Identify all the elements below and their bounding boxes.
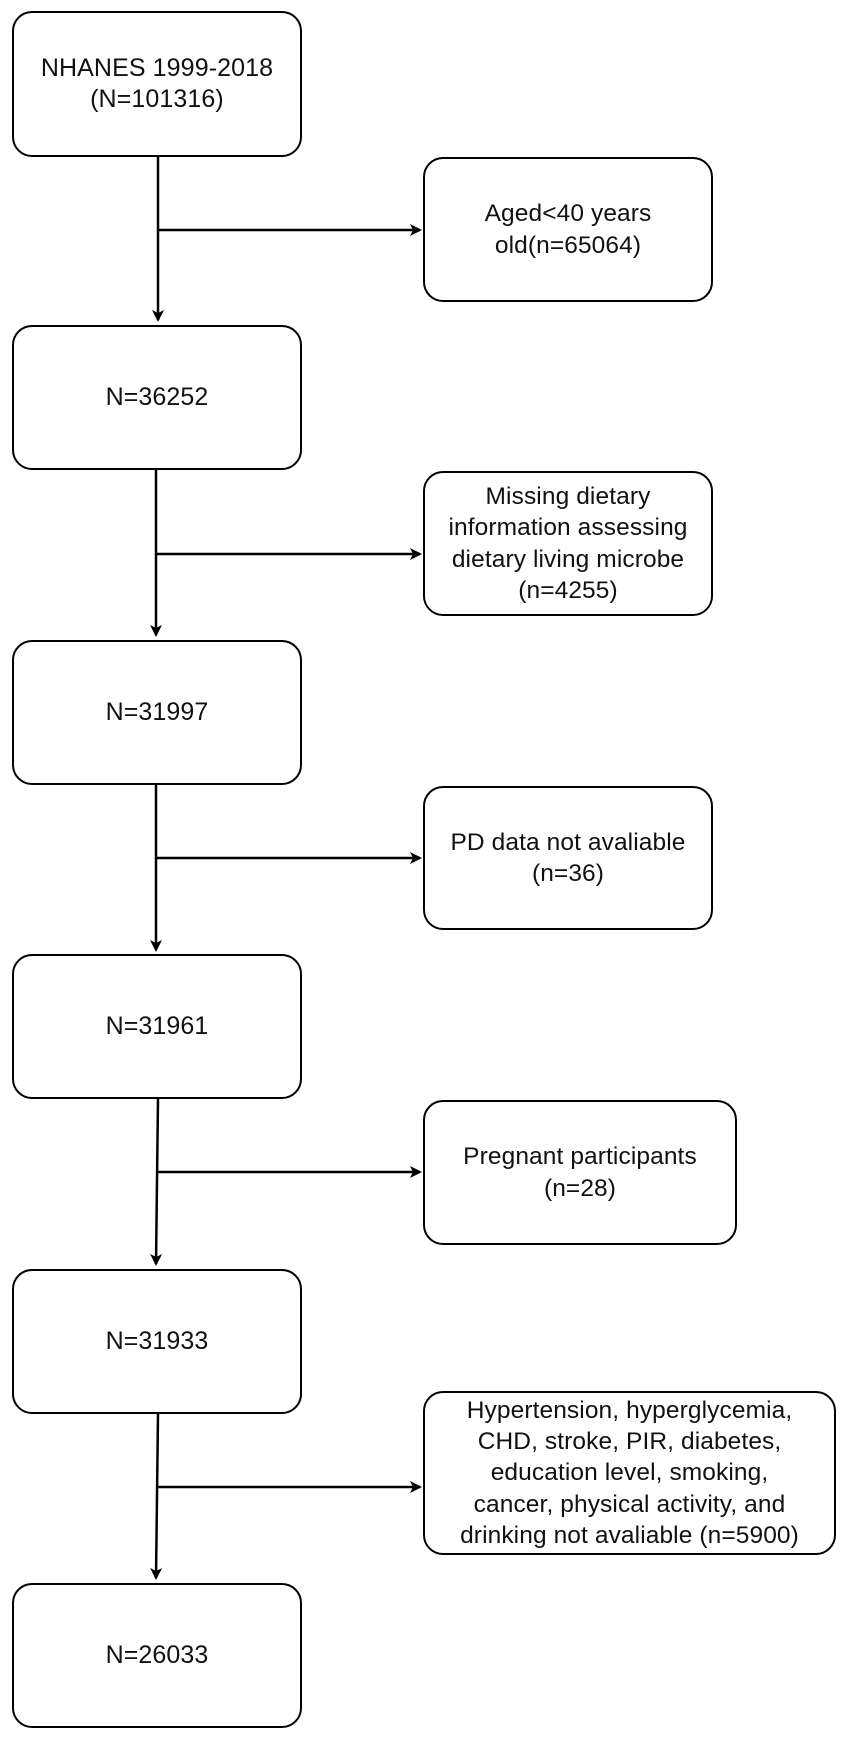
exclusion-label: Missing dietary information assessing di… bbox=[448, 483, 688, 604]
flow-box-step-3: N=31997 bbox=[12, 640, 302, 785]
flow-box-step-2: N=36252 bbox=[12, 325, 302, 470]
exclusion-label: Pregnant participants (n=28) bbox=[463, 1143, 697, 1202]
flow-box-label: N=36252 bbox=[105, 382, 209, 411]
exclusion-box-pd: PD data not avaliable (n=36) bbox=[423, 786, 713, 930]
flow-box-label: N=31997 bbox=[105, 697, 209, 726]
exclusion-box-dietary: Missing dietary information assessing di… bbox=[423, 471, 713, 616]
flow-box-label: N=31933 bbox=[105, 1326, 209, 1355]
exclusion-label: Aged<40 years old(n=65064) bbox=[484, 200, 652, 259]
flow-arrow-5 bbox=[150, 1413, 163, 1580]
flow-box-final: N=26033 bbox=[12, 1583, 302, 1728]
flow-arrow-4 bbox=[150, 1098, 163, 1266]
exclusion-label: Hypertension, hyperglycemia, CHD, stroke… bbox=[460, 1397, 799, 1549]
exclusion-box-pregnant: Pregnant participants (n=28) bbox=[423, 1100, 737, 1245]
flow-box-label: N=26033 bbox=[105, 1640, 209, 1669]
exclusion-box-covariates: Hypertension, hyperglycemia, CHD, stroke… bbox=[423, 1391, 836, 1555]
flow-box-label: NHANES 1999-2018 (N=101316) bbox=[40, 53, 274, 114]
flow-box-nhanes-total: NHANES 1999-2018 (N=101316) bbox=[12, 11, 302, 157]
exclusion-box-age: Aged<40 years old(n=65064) bbox=[423, 157, 713, 302]
flow-box-step-4: N=31961 bbox=[12, 954, 302, 1099]
flow-box-step-5: N=31933 bbox=[12, 1269, 302, 1414]
exclusion-label: PD data not avaliable (n=36) bbox=[450, 828, 686, 887]
flow-box-label: N=31961 bbox=[105, 1011, 209, 1040]
